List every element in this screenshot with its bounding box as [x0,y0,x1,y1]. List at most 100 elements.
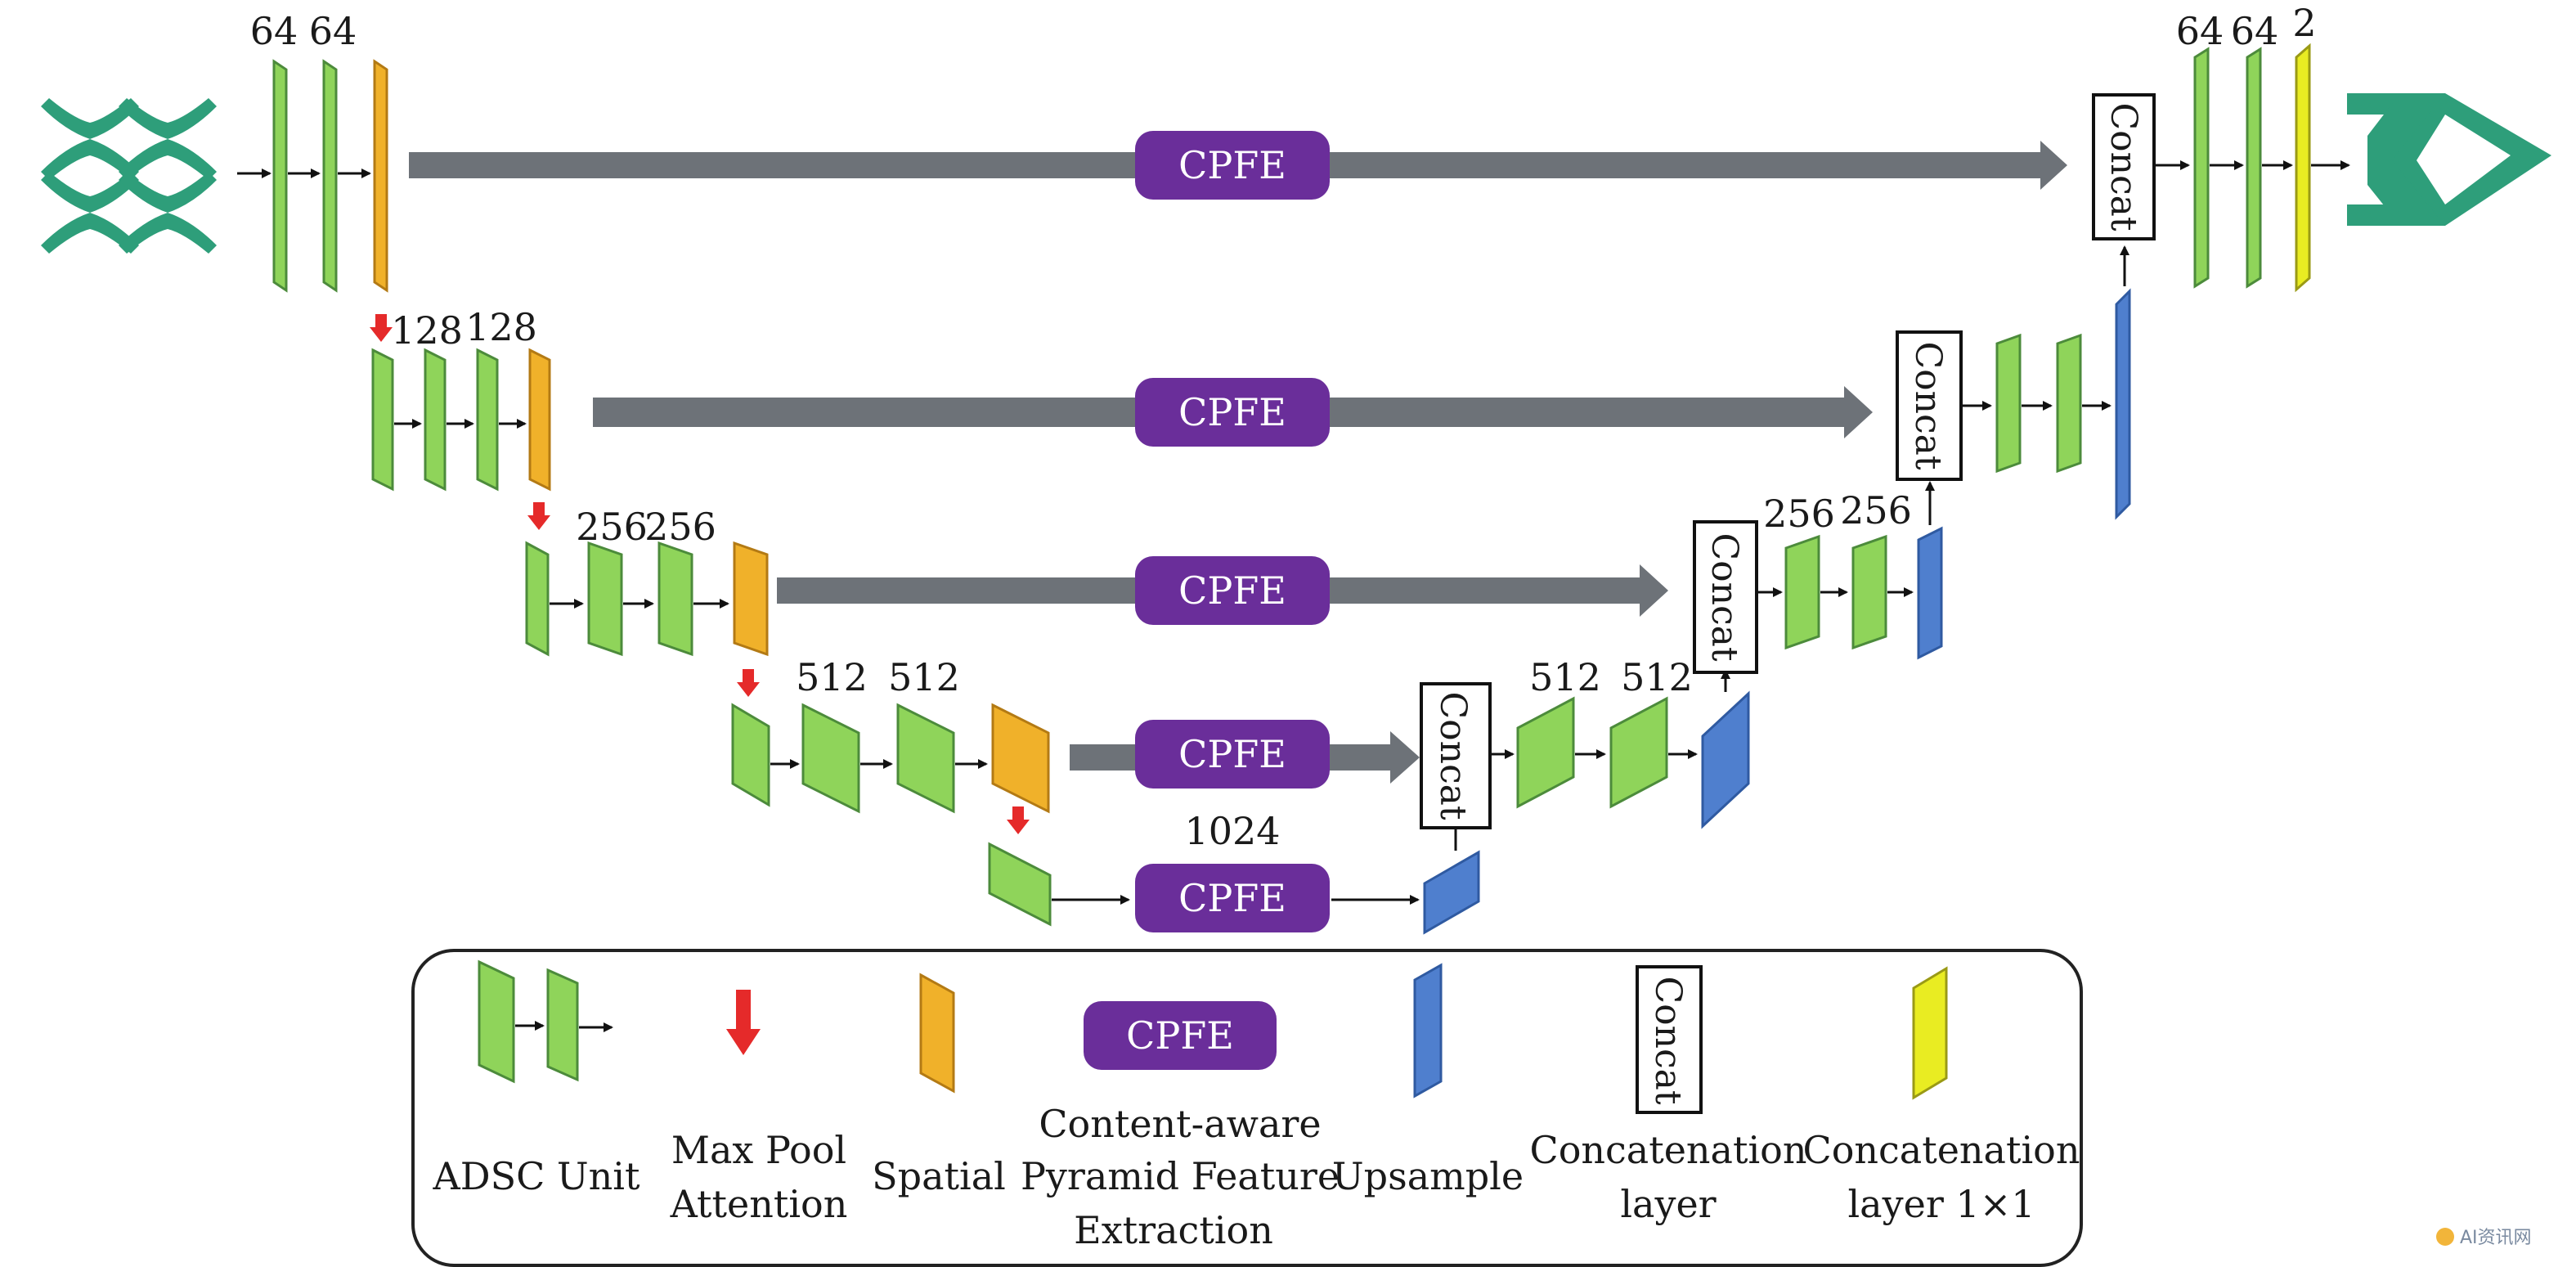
spatial-block [919,973,955,1094]
legend-label: Content-aware [1039,1102,1321,1146]
upsample-block [1423,850,1480,935]
legend-label: layer 1×1 [1847,1182,2035,1226]
cpfe-module [1084,1001,1277,1070]
legend-adsc-unit: ADSC Unit [432,959,640,1198]
watermark-logo-icon [2436,1228,2454,1246]
concat-box [1636,965,1703,1114]
channel-label: 128 [391,308,463,353]
concat-label: Concat [2103,102,2144,231]
adsc-block [424,348,447,492]
cpfe-label: CPFE [1126,1013,1234,1058]
adsc-block [478,959,515,1084]
adsc-block [2246,47,2262,289]
concat-box [1896,330,1963,481]
adsc-block [525,541,550,657]
spatial-block [991,703,1050,814]
concat-label: Concat [1907,341,1949,470]
adsc-block [322,59,338,293]
cpfe-module [1135,378,1330,447]
legend-concat: Concat Concatenation layer [1530,965,1807,1226]
channel-label: 1024 [1184,809,1280,853]
spatial-block [528,348,551,492]
legend-max-pool: Max Pool Attention [670,990,848,1226]
adsc-block [476,348,499,492]
channel-label: 256 [1840,488,1912,532]
max-pool-arrow [527,502,550,530]
upsample-block [1917,526,1943,660]
legend-label: Extraction [1074,1208,1273,1252]
channel-label: 256 [644,505,716,549]
channel-label: 64 [2176,9,2224,53]
channel-label: 512 [796,655,868,699]
concat-box [2092,93,2156,240]
channel-label: 64 [250,9,298,53]
concat-box [1693,520,1758,674]
cpfe-label: CPFE [1178,143,1286,187]
adsc-block [801,703,860,814]
channel-label: 256 [576,505,648,549]
max-pool-arrow [737,669,760,697]
adsc-block [731,703,770,807]
legend-panel [411,949,2083,1267]
watermark-text: AI资讯网 [2460,1228,2532,1248]
upsample-block [2115,288,2131,520]
legend-upsample: Upsample [1332,963,1524,1198]
input-chromosome-icon [41,98,217,254]
legend-spatial: Spatial [872,973,1006,1198]
cpfe-label: CPFE [1178,732,1286,776]
adsc-block [546,968,579,1082]
spatial-block [733,541,769,657]
legend-label: Pyramid Feature [1021,1154,1340,1198]
concat-label: Concat [1432,691,1474,820]
channel-label: 64 [309,9,357,53]
adsc-block [1851,534,1887,650]
legend-label: Concatenation [1803,1128,2080,1172]
upsample-block [1701,690,1750,829]
legend-label: Concatenation [1530,1128,1807,1172]
legend-label: layer [1620,1182,1716,1226]
legend-label: Spatial [872,1154,1006,1198]
conv1x1-block [1912,966,1948,1100]
cpfe-label: CPFE [1178,876,1286,920]
channel-label: 512 [1621,655,1693,699]
max-pool-arrow [726,990,761,1055]
watermark: AI资讯网 [2436,1228,2532,1248]
channel-label: 64 [2231,9,2279,53]
legend-label: Upsample [1332,1154,1524,1198]
legend-label: ADSC Unit [432,1154,640,1198]
channel-label: 2 [2292,1,2316,45]
legend-cpfe: CPFE Content-aware Pyramid Feature Extra… [1021,1001,1340,1252]
cpfe-label: CPFE [1178,390,1286,434]
legend-conv1x1: Concatenation layer 1×1 [1803,966,2080,1226]
adsc-block [371,348,394,492]
conv1x1-block [2295,43,2311,293]
adsc-block [2056,333,2082,474]
adsc-block [1995,333,2022,474]
adsc-block [2193,47,2210,289]
concat-label: Concat [1703,532,1745,661]
channel-label: 512 [888,655,960,699]
legend-label: Attention [670,1182,848,1226]
output-segmentation-icon [2347,93,2551,226]
cpfe-module [1135,131,1330,200]
upsample-block [1413,963,1443,1099]
channel-label: 128 [465,305,537,349]
adsc-block [1516,696,1575,809]
channel-label: 512 [1529,655,1601,699]
spatial-block [373,59,388,293]
cpfe-module [1135,556,1330,625]
cpfe-module [1135,720,1330,789]
adsc-block [657,541,693,657]
max-pool-arrow [1007,806,1030,834]
channel-label: 256 [1763,492,1835,536]
legend-label: Max Pool [671,1128,846,1172]
cpfe-module [1135,864,1330,932]
adsc-block [896,703,955,814]
cpfe-label: CPFE [1178,568,1286,613]
concat-label: Concat [1647,976,1689,1104]
adsc-block [272,59,288,293]
adsc-block [587,541,623,657]
max-pool-arrow [370,314,393,342]
adsc-block [988,842,1052,927]
